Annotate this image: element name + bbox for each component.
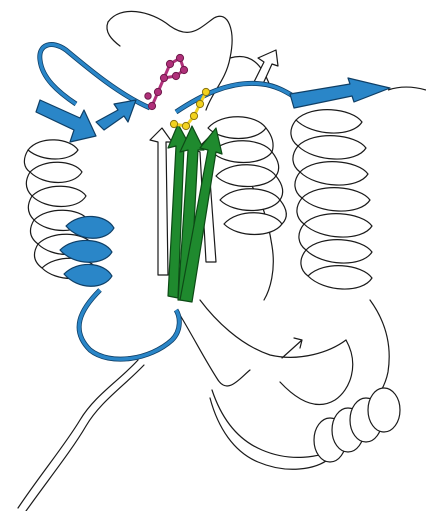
right-helix [291, 110, 372, 289]
coil-lower-left-tail [18, 360, 138, 508]
bottom-spring-helix [314, 388, 400, 462]
coil-bottom-long [200, 300, 346, 357]
green-beta-strands [168, 124, 222, 302]
coil-arrow-small [282, 338, 302, 358]
coil-upper-left [107, 22, 120, 46]
coil-bottom-sweep2 [210, 398, 330, 469]
center-right-helix [208, 117, 286, 235]
coil-right-tail [388, 87, 426, 90]
coil-lower-center [180, 315, 250, 386]
magenta-ligand-icon [145, 54, 188, 109]
coil-lower-left-tail2 [26, 365, 144, 511]
